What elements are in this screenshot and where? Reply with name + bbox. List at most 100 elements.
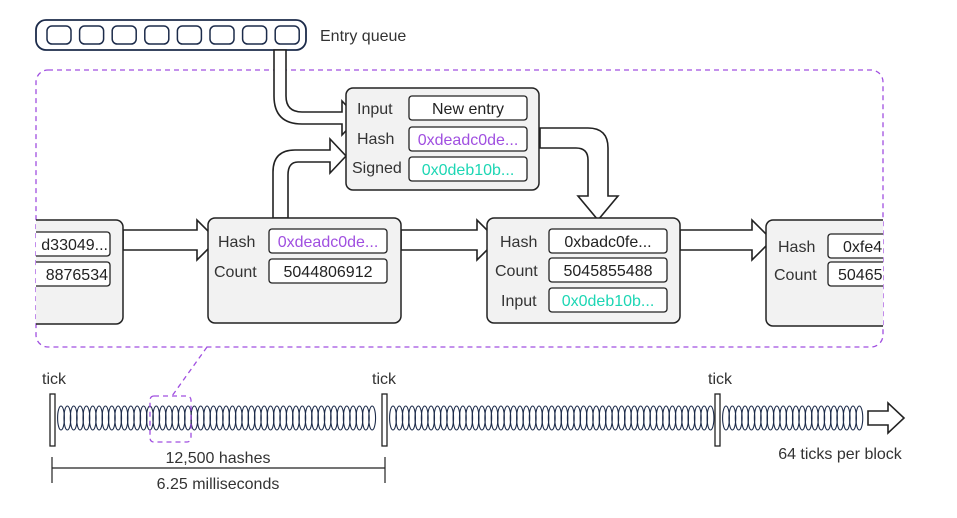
- hash-loop: [798, 405, 807, 431]
- hash-loop: [389, 405, 397, 431]
- hash-loop: [458, 405, 467, 431]
- right-block-count-value: 50465: [838, 267, 883, 284]
- hash-loop: [674, 405, 683, 431]
- block-b: Hash 0xbadc0fe... Count 5045855488 Input…: [486, 217, 681, 324]
- hash-chain-loops: [57, 405, 864, 431]
- left-block-hash-value: d33049...: [41, 237, 108, 254]
- queue-slot: [176, 25, 203, 45]
- hash-loop: [158, 405, 167, 431]
- block-a-count-label: Count: [214, 264, 257, 281]
- hash-loop: [69, 405, 78, 431]
- hash-loop: [791, 405, 800, 431]
- hash-loop: [361, 405, 370, 431]
- hash-loop: [490, 405, 499, 431]
- hash-loop: [636, 405, 645, 431]
- hash-loop: [177, 405, 186, 431]
- hash-loop: [655, 405, 664, 431]
- hash-loop: [681, 405, 690, 431]
- hash-loop: [408, 405, 416, 431]
- hash-loop: [95, 405, 104, 431]
- queue-slot: [274, 25, 300, 45]
- tick-marker-3: [714, 393, 721, 447]
- hash-loop: [849, 405, 857, 431]
- hash-loop: [414, 405, 423, 431]
- hash-loop: [190, 405, 199, 431]
- tick-marker-1: [49, 393, 56, 447]
- hash-loop: [120, 405, 129, 431]
- block-a-hash-label: Hash: [218, 234, 255, 251]
- hash-loop: [241, 405, 250, 431]
- hash-loop: [57, 405, 65, 431]
- hash-loop: [165, 405, 173, 431]
- hash-loop: [196, 405, 205, 431]
- block-a: Hash 0xdeadc0de... Count 5044806912: [207, 217, 402, 324]
- hash-loop: [535, 405, 543, 431]
- entry-queue-label: Entry queue: [320, 28, 406, 45]
- hash-loop: [779, 405, 788, 431]
- hash-loop: [753, 405, 762, 431]
- block-b-hash-value: 0xbadc0fe...: [564, 234, 651, 251]
- hash-loop: [855, 405, 864, 431]
- hash-loop: [126, 405, 135, 431]
- hash-loop: [484, 405, 493, 431]
- hash-loop: [465, 405, 474, 431]
- hash-loop: [772, 405, 781, 431]
- ticks-per-block-label: 64 ticks per block: [778, 446, 903, 463]
- hash-loop: [503, 405, 512, 431]
- hash-loop: [649, 405, 658, 431]
- hash-loop: [228, 405, 237, 431]
- hash-loop: [823, 405, 832, 431]
- timeline-continue-arrow: [867, 401, 906, 435]
- queue-slot: [46, 25, 72, 45]
- queue-slot: [78, 25, 105, 45]
- pipeline-frame: [35, 69, 884, 348]
- entry-signed-label: Signed: [352, 160, 402, 177]
- hash-loop: [401, 405, 410, 431]
- hash-loop: [554, 405, 563, 431]
- hash-loop: [785, 405, 794, 431]
- hash-loop: [836, 405, 845, 431]
- hash-loop: [700, 405, 709, 431]
- hash-loop: [630, 405, 639, 431]
- hash-loop: [266, 405, 275, 431]
- block-b-input-value: 0x0deb10b...: [562, 293, 655, 310]
- hash-loop: [446, 405, 455, 431]
- tick-label-3: tick: [708, 371, 733, 388]
- hash-loop: [395, 405, 404, 431]
- right-block-count-label: Count: [774, 267, 817, 284]
- entry-to-block-arrow: [539, 127, 620, 222]
- hash-loop: [734, 405, 743, 431]
- hash-loop: [304, 405, 313, 431]
- hash-loop: [317, 405, 326, 431]
- hash-loop: [63, 405, 72, 431]
- entry-box: Input New entry Hash 0xdeadc0de... Signe…: [345, 87, 540, 191]
- block-a-count-value: 5044806912: [284, 264, 373, 281]
- hash-loop: [234, 405, 243, 431]
- hash-loop: [222, 405, 231, 431]
- hash-loop: [247, 405, 256, 431]
- block-b-count-label: Count: [495, 263, 538, 280]
- hash-loop: [439, 405, 448, 431]
- hashes-label: 12,500 hashes: [166, 450, 271, 467]
- hash-loop: [145, 405, 154, 431]
- hash-loop: [706, 405, 715, 431]
- hash-loop: [617, 405, 626, 431]
- queue-slots: [46, 25, 300, 45]
- hash-loop: [76, 405, 85, 431]
- hash-loop: [604, 405, 613, 431]
- hash-loop: [107, 405, 116, 431]
- hash-loop: [687, 405, 696, 431]
- hash-loop: [311, 405, 319, 431]
- hash-loop: [623, 405, 632, 431]
- chain-arrow-1: [122, 218, 219, 262]
- hash-loop: [728, 405, 737, 431]
- block-b-count-value: 5045855488: [564, 263, 653, 280]
- hash-loop: [285, 405, 294, 431]
- hash-loop: [541, 405, 550, 431]
- hash-loop: [139, 405, 148, 431]
- hash-loop: [336, 405, 345, 431]
- hash-loop: [817, 405, 826, 431]
- hash-loop: [215, 405, 224, 431]
- hash-loop: [528, 405, 537, 431]
